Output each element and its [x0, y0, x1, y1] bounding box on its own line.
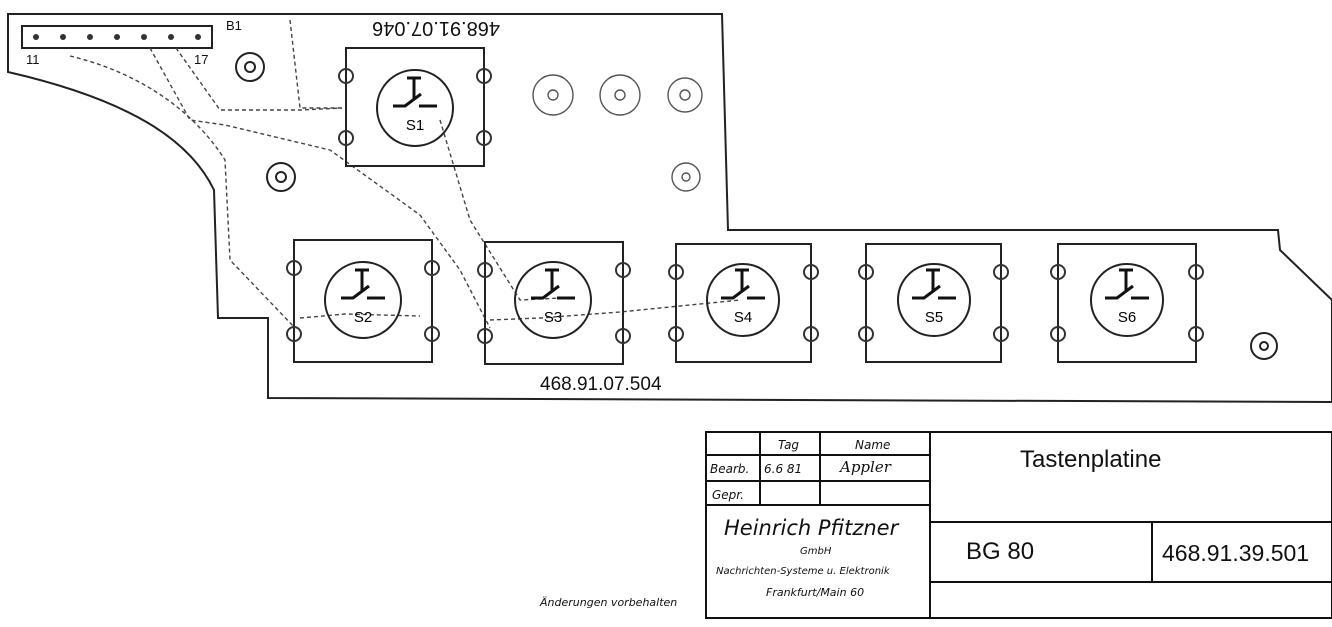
connector-pins	[33, 34, 201, 40]
mounting-holes	[235, 52, 1278, 360]
bearb-signature: Appler	[840, 458, 891, 476]
company-city: Frankfurt/Main 60	[766, 586, 865, 599]
col-header-tag: Tag	[778, 438, 800, 452]
row-header-gepr: Gepr.	[712, 488, 744, 502]
switch-label: S5	[925, 309, 943, 326]
mirrored-part-number: 468.91.07.046	[372, 17, 500, 39]
row-header-bearb: Bearb.	[710, 462, 750, 476]
connector-label-left: 11	[26, 52, 40, 67]
drawing-number: 468.91.39.501	[1162, 540, 1310, 566]
switch-4	[668, 243, 819, 363]
company-line: Nachrichten-Systeme u. Elektronik	[716, 566, 890, 577]
switch-label: S3	[544, 309, 562, 326]
switch-label: S6	[1118, 309, 1136, 326]
indicator-pads	[532, 74, 703, 192]
pcb-traces	[69, 19, 741, 329]
company-name: Heinrich Pfitzner	[724, 516, 899, 540]
connector-strip	[21, 25, 213, 49]
switch-1	[338, 47, 492, 167]
switch-6	[1050, 243, 1204, 363]
switch-3	[477, 241, 631, 365]
board-part-number: 468.91.07.504	[540, 374, 662, 395]
col-header-name: Name	[855, 438, 891, 452]
switch-5	[858, 243, 1009, 363]
device-name: BG 80	[966, 538, 1035, 565]
connector-label-right: 17	[194, 52, 208, 67]
title-block-grid	[705, 431, 1332, 619]
connector-name: B1	[226, 18, 242, 33]
board-outline	[7, 13, 1332, 404]
company-form: GmbH	[800, 546, 832, 557]
bearb-date: 6.6 81	[764, 462, 803, 476]
footer-note: Änderungen vorbehalten	[540, 596, 678, 609]
switch-label: S2	[354, 309, 372, 326]
switch-label: S4	[734, 309, 752, 326]
drawing-title: Tastenplatine	[1020, 446, 1162, 473]
switch-label: S1	[406, 117, 424, 134]
switch-2	[286, 239, 440, 363]
